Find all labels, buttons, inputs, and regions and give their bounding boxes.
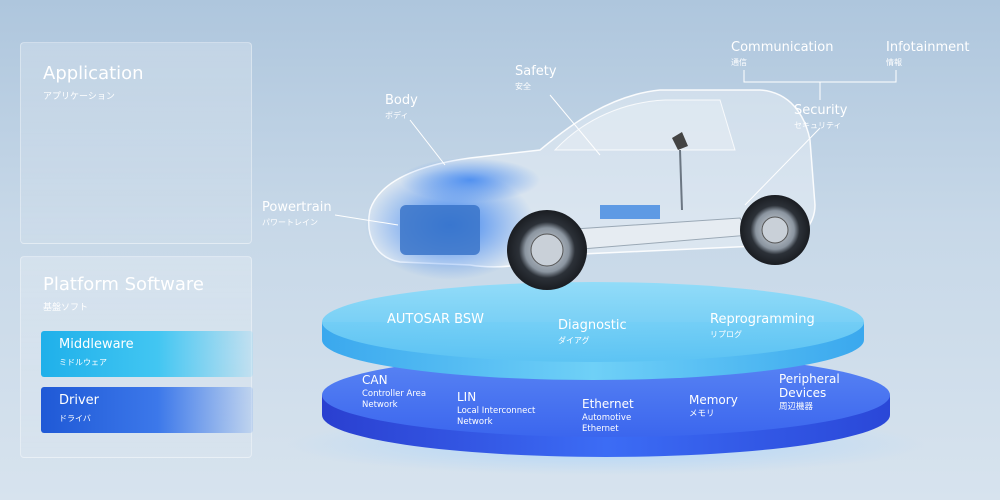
infotainment-en: Infotainment	[886, 40, 970, 55]
autosar-bsw-label: AUTOSAR BSW	[387, 312, 484, 327]
comm-info-bracket	[743, 70, 897, 83]
middleware-block: Middleware ミドルウェア	[41, 331, 253, 377]
application-panel: Application アプリケーション	[20, 42, 252, 244]
infotainment-ja: 情報	[886, 58, 902, 67]
reprogramming-label: Reprogramming リプログ	[710, 312, 815, 340]
powertrain-leader	[334, 214, 399, 226]
safety-label: Safety 安全	[515, 64, 557, 92]
memory-en: Memory	[689, 393, 738, 407]
can-label: CAN Controller Area Network	[362, 373, 426, 411]
security-leader	[744, 127, 821, 206]
battery-cell-glow	[600, 205, 660, 219]
car-windshield	[553, 99, 736, 151]
lin-desc-2: Network	[457, 417, 493, 427]
application-subtitle: アプリケーション	[43, 92, 115, 102]
application-title: Application	[43, 63, 144, 84]
rear-wheel-hub	[761, 216, 789, 244]
engine-block	[400, 205, 480, 255]
memory-ja: メモリ	[689, 409, 715, 419]
communication-en: Communication	[731, 40, 834, 55]
powertrain-en: Powertrain	[262, 200, 332, 215]
diagnostic-label: Diagnostic ダイアグ	[558, 318, 627, 346]
communication-label: Communication 通信	[731, 40, 833, 68]
driver-subtitle: ドライバ	[59, 414, 91, 423]
ethernet-desc-2: Ethernet	[582, 424, 619, 434]
communication-ja: 通信	[731, 58, 747, 67]
can-en: CAN	[362, 373, 388, 387]
lin-desc-1: Local Interconnect	[457, 406, 536, 416]
reprogramming-ja: リプログ	[710, 330, 742, 339]
ethernet-label: Ethernet Automotive Ethernet	[582, 397, 634, 435]
powertrain-ja: パワートレイン	[262, 218, 318, 227]
diagnostic-en: Diagnostic	[558, 318, 627, 333]
middleware-subtitle: ミドルウェア	[59, 358, 107, 367]
lin-en: LIN	[457, 390, 477, 404]
driver-label: Driver	[59, 393, 100, 408]
platform-software-panel: Platform Software 基盤ソフト Middleware ミドルウェ…	[20, 256, 253, 458]
peripheral-en-1: Peripheral	[779, 372, 840, 386]
top-disc-top	[322, 282, 864, 362]
can-desc-2: Network	[362, 400, 398, 410]
diagnostic-ja: ダイアグ	[558, 336, 590, 345]
safety-ja: 安全	[515, 82, 531, 91]
platform-software-title: Platform Software	[43, 274, 204, 295]
body-glow	[400, 158, 540, 202]
memory-label: Memory メモリ	[689, 393, 738, 420]
security-label: Security セキュリティ	[794, 103, 847, 131]
reprogramming-en: Reprogramming	[710, 312, 815, 327]
peripheral-devices-label: Peripheral Devices 周辺機器	[779, 372, 840, 413]
body-ja: ボディ	[385, 111, 409, 120]
platform-software-subtitle: 基盤ソフト	[43, 303, 89, 313]
driver-block: Driver ドライバ	[41, 387, 253, 433]
front-wheel-hub	[530, 233, 564, 267]
safety-leader	[549, 94, 601, 156]
steering-shaft	[679, 149, 683, 211]
security-ja: セキュリティ	[794, 121, 842, 130]
safety-en: Safety	[515, 64, 557, 79]
can-desc-1: Controller Area	[362, 389, 427, 399]
body-en: Body	[385, 93, 418, 108]
powertrain-label: Powertrain パワートレイン	[262, 200, 332, 228]
body-label: Body ボディ	[385, 93, 418, 121]
peripheral-en-2: Devices	[779, 386, 827, 400]
ethernet-en: Ethernet	[582, 397, 634, 411]
lin-label: LIN Local Interconnect Network	[457, 390, 535, 428]
infotainment-label: Infotainment 情報	[886, 40, 970, 68]
body-leader	[409, 119, 446, 166]
steering-column	[672, 132, 688, 150]
peripheral-ja: 周辺機器	[779, 402, 814, 412]
ethernet-desc-1: Automotive	[582, 413, 632, 423]
security-en: Security	[794, 103, 848, 118]
middleware-label: Middleware	[59, 337, 134, 352]
